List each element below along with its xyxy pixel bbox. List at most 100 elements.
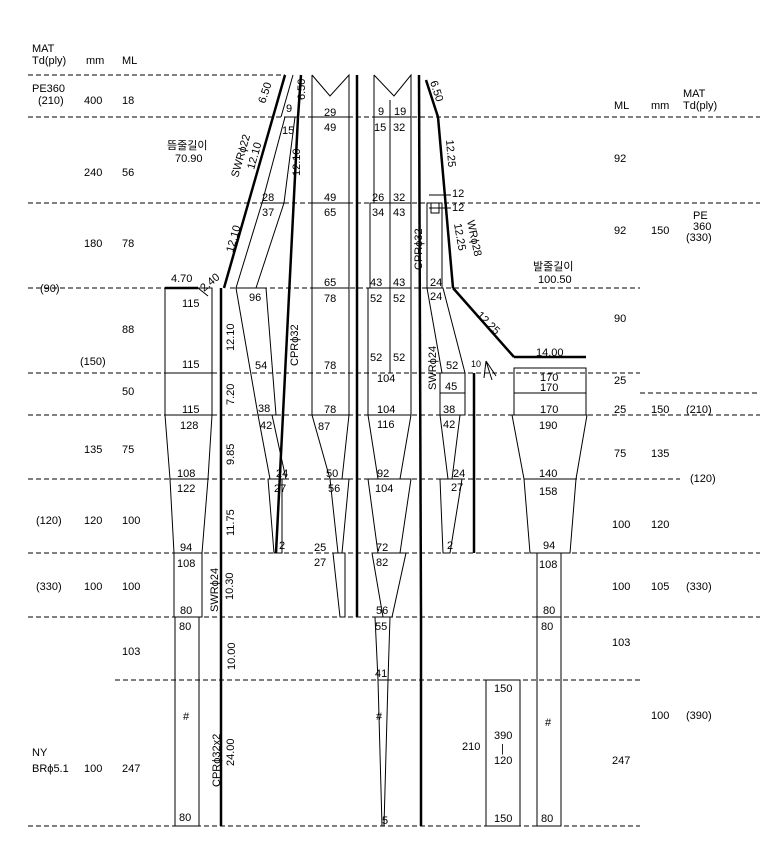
- panel-d3: 115: [182, 404, 200, 416]
- r-row4-ml: 25: [614, 375, 626, 387]
- rope-cpr32x2: CPRϕ32x2: [211, 734, 223, 787]
- r-row6-ml: 75: [614, 448, 626, 460]
- panel-a3: 49: [324, 192, 336, 204]
- r-row9-ml: 103: [612, 637, 630, 649]
- header-ml: ML: [122, 55, 137, 67]
- panel-f8: 108: [539, 559, 557, 571]
- panel-b25: #: [376, 711, 383, 723]
- panel-d9: 80: [180, 605, 192, 617]
- panel-a8: 78: [324, 404, 336, 416]
- row1-ml: 18: [122, 95, 134, 107]
- right-header-ml: ML: [614, 100, 629, 112]
- row1-mm: 400: [84, 95, 102, 107]
- row6-mm: 135: [84, 444, 102, 456]
- rope-1225-c: 12.25: [474, 310, 502, 338]
- row8-ml: 100: [122, 581, 140, 593]
- rope-10: 10: [471, 359, 481, 369]
- r-pe: PE: [693, 210, 708, 222]
- panel-e7: 24: [453, 468, 465, 480]
- rope-2400: 24.00: [225, 738, 237, 766]
- rope-985: 9.85: [225, 444, 237, 465]
- r-row3-ml: 90: [614, 313, 626, 325]
- panel-c9: 42: [260, 420, 272, 432]
- rope-1000: 10.00: [226, 642, 238, 670]
- row7-mm: 120: [84, 515, 102, 527]
- rope-cpr32-a: CPRϕ32: [413, 228, 425, 270]
- rope-470: 4.70: [171, 273, 192, 285]
- panel-c7: 54: [255, 360, 267, 372]
- right-header: ML mm MAT Td(ply): [614, 88, 717, 112]
- row8-mm: 100: [84, 581, 102, 593]
- panel-d12: 80: [179, 812, 191, 824]
- r-row8-mm: 105: [651, 581, 669, 593]
- right-header-mat: MAT: [683, 88, 706, 100]
- panel-b4: 32: [393, 122, 405, 134]
- rope-1210-c: 12.10: [224, 224, 243, 254]
- rope-wr28: WRϕ28: [464, 219, 483, 257]
- r-pe360: 360: [693, 221, 711, 233]
- panel-b24: 41: [375, 668, 387, 680]
- float-rope-label: 뜸줄길이: [167, 139, 207, 152]
- panel-b5: 26: [372, 192, 384, 204]
- br-label: BRϕ5.1: [32, 763, 69, 775]
- panel-d1: 115: [182, 298, 200, 310]
- panel-b21: 82: [376, 557, 388, 569]
- panel-a6: 78: [324, 293, 336, 305]
- td90: (90): [40, 283, 60, 295]
- panel-a9: 87: [318, 421, 330, 433]
- r-row8-ml: 100: [612, 581, 630, 593]
- panel-e8: 27: [451, 482, 463, 494]
- panel-b11: 52: [370, 293, 382, 305]
- rope-1030: 10.30: [224, 572, 236, 600]
- left-header: MAT Td(ply) mm ML: [32, 43, 137, 67]
- panel-b1: 9: [378, 106, 384, 118]
- panel-f1: 170: [540, 372, 558, 384]
- panel-f12: 80: [541, 813, 553, 825]
- panel-b13: 52: [370, 352, 382, 364]
- right-table: 92 92 150 PE 360 (330) 90 25 25 150 (210…: [612, 153, 716, 767]
- row3-mm: 180: [84, 238, 102, 250]
- r-row10-td: (390): [686, 710, 712, 722]
- r-pe330: (330): [686, 232, 712, 244]
- panel-d7: 94: [180, 542, 192, 554]
- row10-mm: 100: [84, 763, 102, 775]
- rope-1210-b: 12.10: [291, 148, 303, 176]
- panel-f3: 170: [540, 404, 558, 416]
- panel-f11: #: [545, 717, 552, 729]
- panel-f4: 190: [539, 420, 557, 432]
- panel-b26: 5: [382, 815, 388, 827]
- panel-a10: 50: [326, 468, 338, 480]
- panel-d4: 128: [180, 420, 198, 432]
- panel-f9: 80: [543, 605, 555, 617]
- right-header-td: Td(ply): [683, 100, 717, 112]
- panel-b6: 32: [393, 192, 405, 204]
- panel-b18: 92: [377, 468, 389, 480]
- row9-ml: 103: [122, 646, 140, 658]
- panel-b3: 15: [374, 122, 386, 134]
- rope-650-a: 6.50: [256, 81, 274, 105]
- panel-c12: 2: [279, 540, 285, 552]
- panel-labels: 29 49 49 65 65 78 78 78 87 50 56 25 27 9…: [177, 103, 558, 827]
- panel-b22: 56: [376, 605, 388, 617]
- r-row5-ml: 25: [614, 404, 626, 416]
- panel-e5: 38: [443, 404, 455, 416]
- panel-f10: 80: [541, 621, 553, 633]
- rope-1225-a: 12.25: [443, 139, 457, 167]
- rope-12-a: 12: [452, 188, 464, 200]
- panel-b12: 52: [393, 293, 405, 305]
- panel-b17: 116: [377, 419, 395, 431]
- ny-label: NY: [32, 747, 48, 759]
- panel-d6: 122: [177, 483, 195, 495]
- panel-g2: 390: [494, 730, 512, 742]
- panel-c2: 15: [282, 125, 294, 137]
- r-td120: (120): [690, 473, 716, 485]
- panel-c4: 37: [262, 207, 274, 219]
- row3-ml: 78: [122, 238, 134, 250]
- connector-marks: [429, 194, 497, 381]
- panel-c8: 38: [258, 403, 270, 415]
- panel-e4: 45: [445, 381, 457, 393]
- row2-mm: 240: [84, 167, 102, 179]
- panel-c1: 9: [286, 103, 292, 115]
- r-row7-ml: 100: [612, 519, 630, 531]
- panel-b20: 72: [376, 542, 388, 554]
